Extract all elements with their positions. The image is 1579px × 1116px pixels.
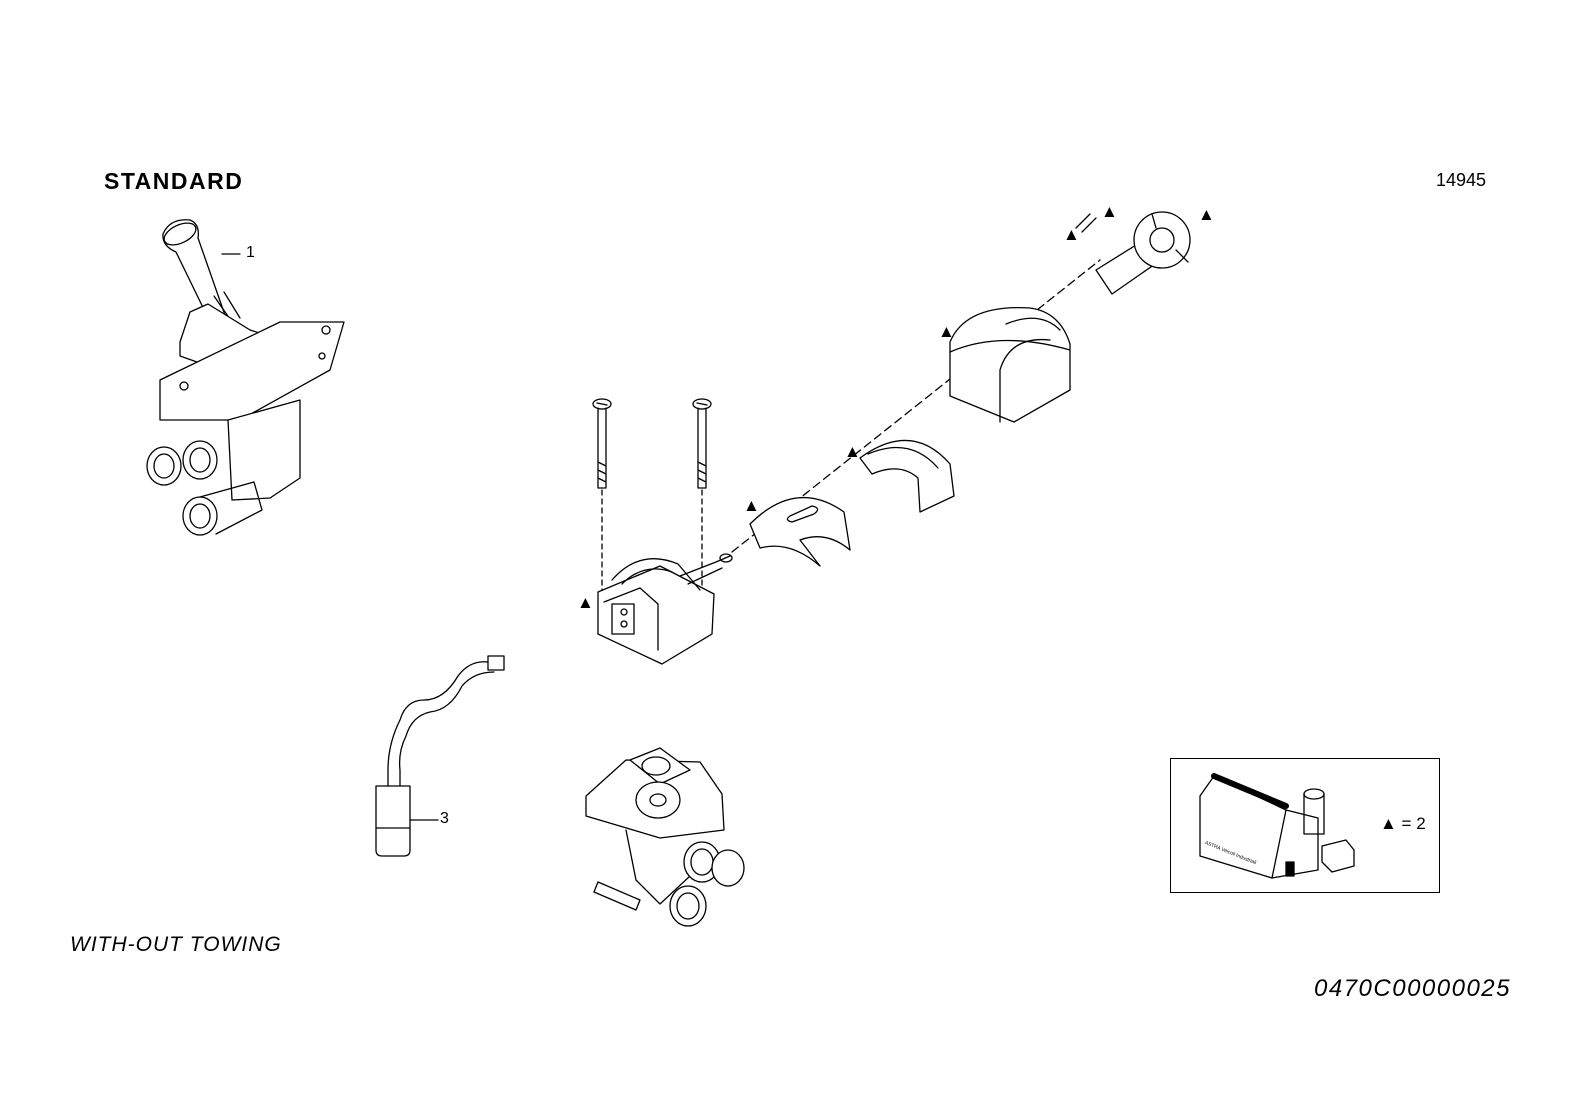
kit-marker-triangle: ▲ xyxy=(1063,225,1080,244)
valve-towing-variant xyxy=(585,747,745,927)
caption: WITH-OUT TOWING xyxy=(70,933,282,956)
spacer-medium xyxy=(859,439,955,513)
cover-cap xyxy=(949,306,1071,423)
kit-legend: ▲ = 2 xyxy=(1380,814,1426,833)
kit-marker-triangle: ▲ xyxy=(844,442,861,461)
spacer-small xyxy=(749,496,851,567)
callout-1: 1 xyxy=(246,244,255,261)
wiring-harness xyxy=(375,655,505,857)
screw-right xyxy=(692,398,712,591)
kit-marker-triangle: ▲ xyxy=(743,496,760,515)
kit-box-frame xyxy=(1170,758,1440,893)
callout-3: 3 xyxy=(440,810,449,827)
kit-marker-triangle: ▲ xyxy=(1101,202,1118,221)
kit-box-illustration xyxy=(1199,773,1355,879)
page-title: STANDARD xyxy=(104,168,244,194)
screw-left xyxy=(592,398,612,591)
hand-control-valve-assembly xyxy=(146,219,345,536)
kit-marker-triangle: ▲ xyxy=(1198,205,1215,224)
kit-marker-triangle: ▲ xyxy=(938,322,955,341)
kit-marker-triangle: ▲ xyxy=(577,593,594,612)
lever-tip xyxy=(1075,211,1191,295)
figure-number: 14945 xyxy=(1436,170,1487,190)
drawing-code: 0470C00000025 xyxy=(1314,975,1512,1002)
